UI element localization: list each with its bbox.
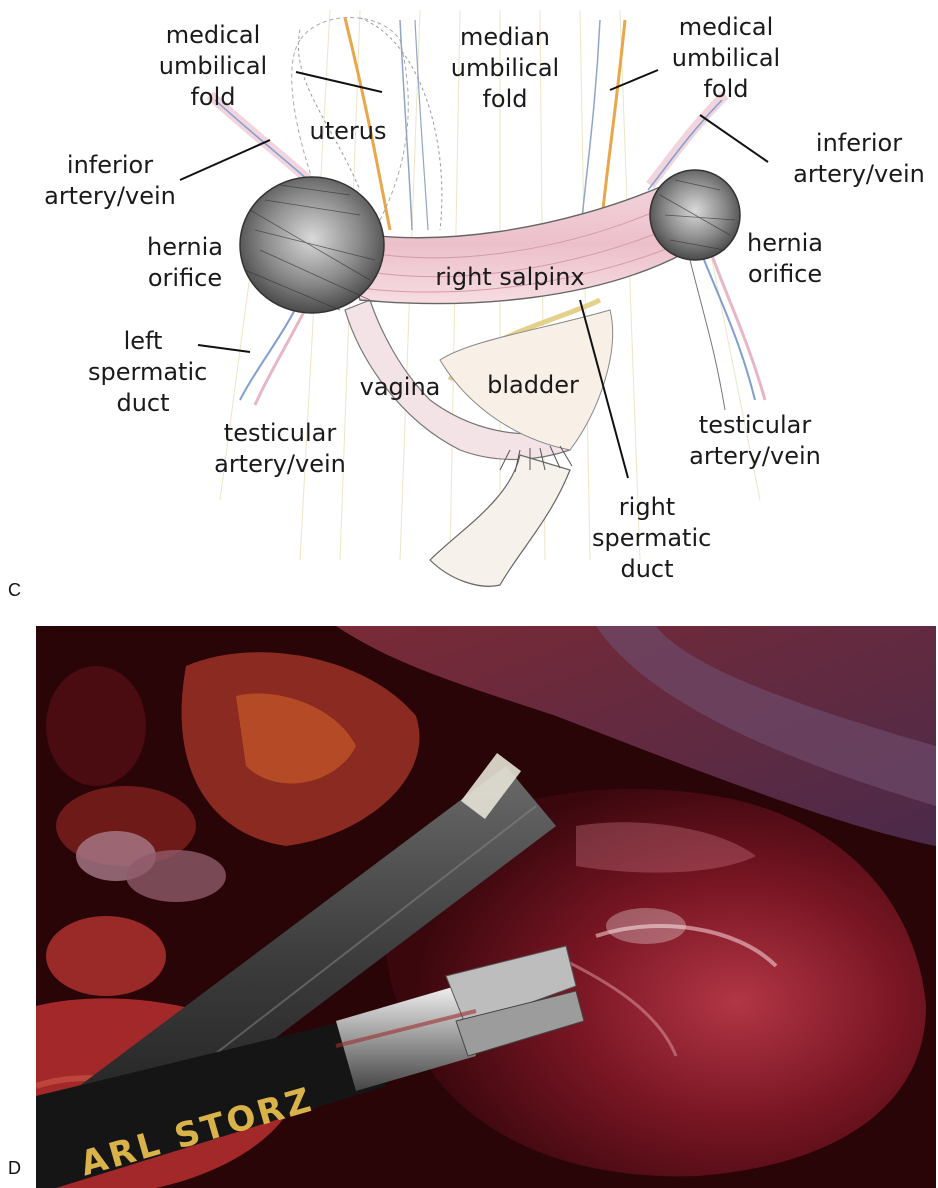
label-inferior-artery-vein-right: inferior artery/vein [780, 128, 938, 190]
label-medical-umbilical-fold-right: medical umbilical fold [658, 12, 794, 105]
label-hernia-orifice-left: hernia orifice [130, 232, 240, 294]
label-hernia-orifice-right: hernia orifice [730, 228, 840, 290]
label-testicular-artery-vein-right: testicular artery/vein [680, 410, 830, 472]
panel-letter-c: C [8, 580, 21, 601]
label-right-salpinx: right salpinx [420, 262, 600, 293]
label-bladder: bladder [478, 370, 588, 401]
panel-d-laparoscopic-photo: ARL STORZ [36, 626, 936, 1188]
label-vagina: vagina [350, 372, 450, 403]
label-uterus: uterus [298, 116, 398, 147]
hernia-orifice-right-sketch [650, 170, 740, 260]
laparoscopic-scene [36, 626, 936, 1188]
label-left-spermatic-duct: left spermatic duct [88, 326, 198, 419]
label-medical-umbilical-fold-left: medical umbilical fold [148, 20, 278, 113]
panel-c-illustration: medical umbilical fold median umbilical … [0, 0, 938, 610]
panel-letter-d: D [8, 1158, 21, 1179]
label-testicular-artery-vein-left: testicular artery/vein [205, 418, 355, 480]
label-right-spermatic-duct: right spermatic duct [592, 492, 702, 585]
label-median-umbilical-fold: median umbilical fold [440, 22, 570, 115]
label-inferior-artery-vein-left: inferior artery/vein [30, 150, 190, 212]
hernia-orifice-left-sketch [240, 177, 384, 313]
